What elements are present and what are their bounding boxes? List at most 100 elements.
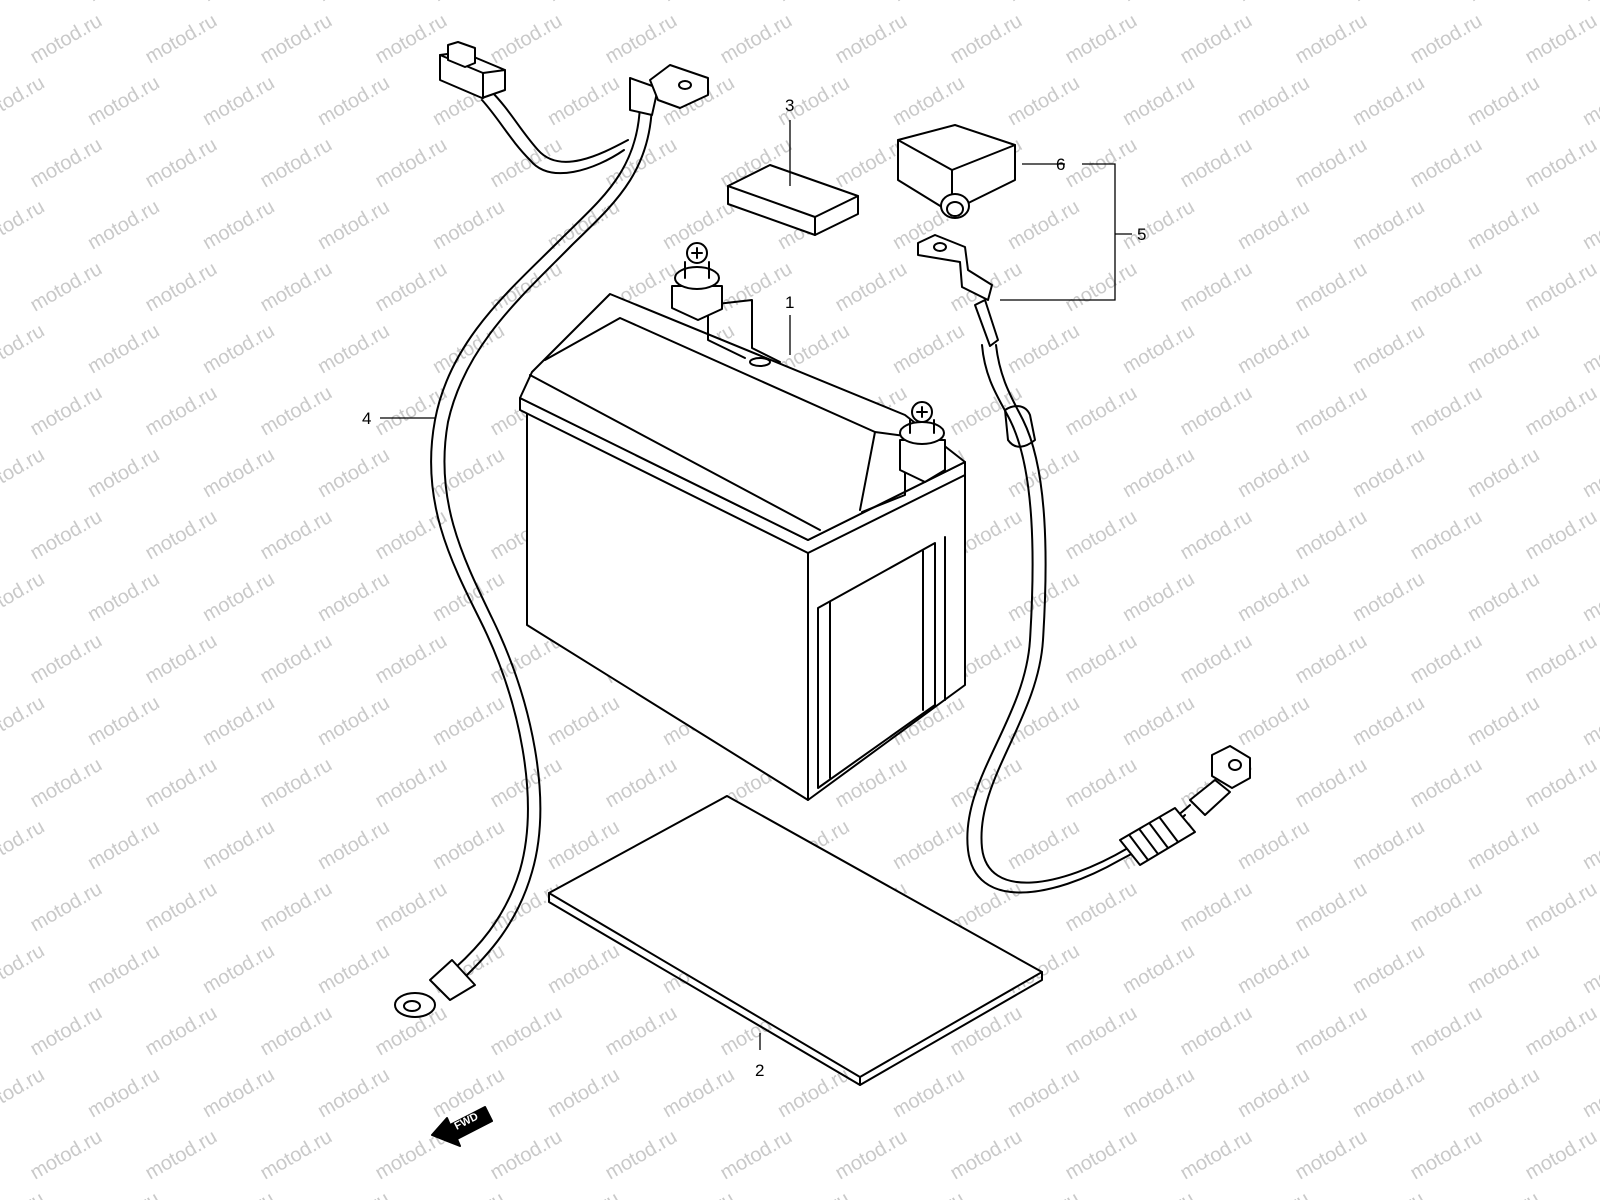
watermark-text: motod.ru <box>199 1064 278 1123</box>
callout-6: 6 <box>1056 155 1065 174</box>
watermark-text: motod.ru <box>84 568 163 627</box>
watermark-text: motod.ru <box>1407 382 1486 441</box>
watermark-text: motod.ru <box>487 878 566 937</box>
watermark-text: motod.ru <box>1177 1002 1256 1061</box>
watermark-text: motod.ru <box>832 258 911 317</box>
watermark-text: motod.ru <box>142 382 221 441</box>
watermark-text: motod.ru <box>257 10 336 69</box>
watermark-text: motod.ru <box>1292 878 1371 937</box>
watermark-text: motod.ru <box>199 0 278 6</box>
watermark-text: motod.ru <box>1407 10 1486 69</box>
watermark-text: motod.ru <box>1004 196 1083 255</box>
watermark-text: motod.ru <box>27 10 106 69</box>
watermark-text: motod.ru <box>257 754 336 813</box>
terminal-cover <box>897 124 1016 219</box>
watermark-text: motod.ru <box>1119 1188 1198 1200</box>
watermark-text: motod.ru <box>487 258 566 317</box>
watermark-text: motod.ru <box>889 816 968 875</box>
watermark-text: motod.ru <box>142 134 221 193</box>
watermark-text: motod.ru <box>487 10 566 69</box>
watermark-text: motod.ru <box>1464 196 1543 255</box>
watermark-text: motod.ru <box>1062 506 1141 565</box>
watermark-text: motod.ru <box>602 754 681 813</box>
watermark-text: motod.ru <box>1177 878 1256 937</box>
watermark-text: motod.ru <box>774 1064 853 1123</box>
watermark-text: motod.ru <box>1349 692 1428 751</box>
watermark-text: motod.ru <box>1522 630 1600 689</box>
watermark-text: motod.ru <box>544 0 623 6</box>
watermark-text: motod.ru <box>889 72 968 131</box>
watermark-text: motod.ru <box>84 320 163 379</box>
watermark-text: motod.ru <box>314 0 393 6</box>
watermark-text: motod.ru <box>1522 754 1600 813</box>
watermark-text: motod.ru <box>1119 692 1198 751</box>
watermark-text: motod.ru <box>1407 754 1486 813</box>
watermark-text: motod.ru <box>1234 1188 1313 1200</box>
watermark-text: motod.ru <box>314 816 393 875</box>
watermark-text: motod.ru <box>1522 506 1600 565</box>
watermark-text: motod.ru <box>1522 382 1600 441</box>
watermark-text: motod.ru <box>1119 196 1198 255</box>
watermark-text: motod.ru <box>1004 320 1083 379</box>
watermark-text: motod.ru <box>257 134 336 193</box>
watermark-text: motod.ru <box>84 692 163 751</box>
watermark-text: motod.ru <box>1349 196 1428 255</box>
watermark-text: motod.ru <box>84 72 163 131</box>
watermark-text: motod.ru <box>199 692 278 751</box>
callout-labels: 3 1 4 2 6 5 <box>362 96 1146 1080</box>
watermark-text: motod.ru <box>1119 72 1198 131</box>
watermark-text: motod.ru <box>1177 506 1256 565</box>
watermark-text: motod.ru <box>1234 72 1313 131</box>
watermark-text: motod.ru <box>1407 630 1486 689</box>
watermark-text: motod.ru <box>142 1002 221 1061</box>
watermark-text: motod.ru <box>257 1126 336 1185</box>
watermark-text: motod.ru <box>257 630 336 689</box>
watermark-text: motod.ru <box>1119 1064 1198 1123</box>
watermark-text: motod.ru <box>1464 940 1543 999</box>
watermark-text: motod.ru <box>602 10 681 69</box>
watermark-text: motod.ru <box>1062 134 1141 193</box>
watermark-text: motod.ru <box>1349 1064 1428 1123</box>
watermark-text: motod.ru <box>1292 258 1371 317</box>
watermark-text: motod.ru <box>429 816 508 875</box>
watermark-text: motod.ru <box>1349 72 1428 131</box>
watermark-text: motod.ru <box>1349 1188 1428 1200</box>
watermark-text: motod.ru <box>0 444 48 503</box>
watermark-text: motod.ru <box>1004 1188 1083 1200</box>
watermark-text: motod.ru <box>1579 320 1600 379</box>
watermark-text: motod.ru <box>84 940 163 999</box>
watermark-text: motod.ru <box>1234 1064 1313 1123</box>
watermark-text: motod.ru <box>1522 1126 1600 1185</box>
watermark-text: motod.ru <box>142 754 221 813</box>
watermark-text: motod.ru <box>1464 568 1543 627</box>
watermark-text: motod.ru <box>947 382 1026 441</box>
watermark-text: motod.ru <box>1062 382 1141 441</box>
watermark-text: motod.ru <box>1292 10 1371 69</box>
watermark-text: motod.ru <box>487 1126 566 1185</box>
watermark-text: motod.ru <box>372 506 451 565</box>
watermark-text: motod.ru <box>1004 444 1083 503</box>
watermark-text: motod.ru <box>0 1064 48 1123</box>
watermark-text: motod.ru <box>314 1188 393 1200</box>
callout-3: 3 <box>785 96 794 115</box>
watermark-text: motod.ru <box>889 1188 968 1200</box>
watermark-text: motod.ru <box>199 568 278 627</box>
watermark-text: motod.ru <box>1522 10 1600 69</box>
watermark-text: motod.ru <box>1177 134 1256 193</box>
watermark-text: motod.ru <box>0 0 48 6</box>
watermark-text: motod.ru <box>0 196 48 255</box>
watermark-text: motod.ru <box>1464 320 1543 379</box>
watermark-text: motod.ru <box>1407 1002 1486 1061</box>
watermark-text: motod.ru <box>1177 258 1256 317</box>
negative-lead <box>917 234 1251 894</box>
watermark-text: motod.ru <box>27 1126 106 1185</box>
watermark-text: motod.ru <box>889 320 968 379</box>
watermark-text: motod.ru <box>372 878 451 937</box>
watermark-text: motod.ru <box>602 1126 681 1185</box>
watermark-text: motod.ru <box>1464 692 1543 751</box>
battery-terminal-rear <box>671 242 723 321</box>
watermark-text: motod.ru <box>1062 630 1141 689</box>
watermark-text: motod.ru <box>27 506 106 565</box>
watermark-text: motod.ru <box>1177 630 1256 689</box>
